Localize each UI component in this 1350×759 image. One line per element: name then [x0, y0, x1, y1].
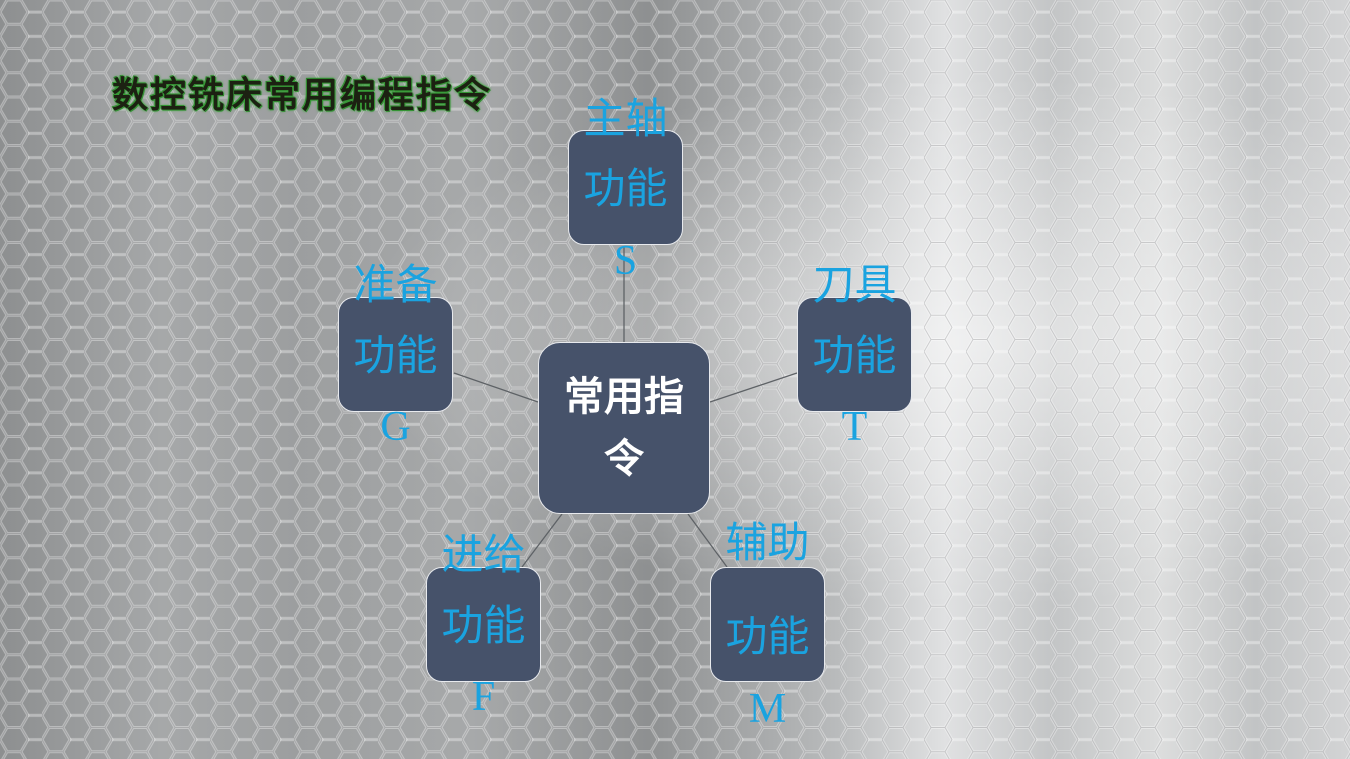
connector-preparatory: [453, 372, 539, 403]
node-auxiliary-func: 功能: [725, 612, 810, 661]
center-node-label: 常用指令: [564, 374, 684, 482]
node-spindle-func: 功能: [583, 164, 668, 213]
node-preparatory-func: 功能: [353, 331, 438, 380]
node-feed: [426, 567, 541, 682]
node-feed-func: 功能: [441, 601, 526, 650]
node-tool-func: 功能: [812, 331, 897, 380]
node-preparatory-code: G: [380, 404, 411, 450]
node-tool-name: 刀具: [812, 260, 897, 309]
node-auxiliary: [710, 567, 825, 682]
node-spindle-name: 主轴: [583, 94, 668, 143]
node-tool-code: T: [841, 404, 868, 450]
node-spindle-code: S: [613, 238, 638, 284]
node-tool: [797, 297, 912, 412]
connector-tool: [709, 372, 798, 403]
center-node: 常用指令: [538, 342, 710, 514]
node-preparatory-name: 准备: [353, 260, 438, 309]
node-preparatory: [338, 297, 453, 412]
node-auxiliary-code: M: [748, 686, 787, 732]
node-feed-code: F: [471, 674, 496, 720]
connector-auxiliary: [687, 513, 728, 568]
page-title: 数控铣床常用编程指令: [112, 75, 493, 116]
connector-feed: [521, 513, 563, 568]
node-auxiliary-name: 辅助: [725, 518, 810, 567]
node-spindle: [568, 130, 683, 245]
node-feed-name: 进给: [441, 530, 526, 579]
